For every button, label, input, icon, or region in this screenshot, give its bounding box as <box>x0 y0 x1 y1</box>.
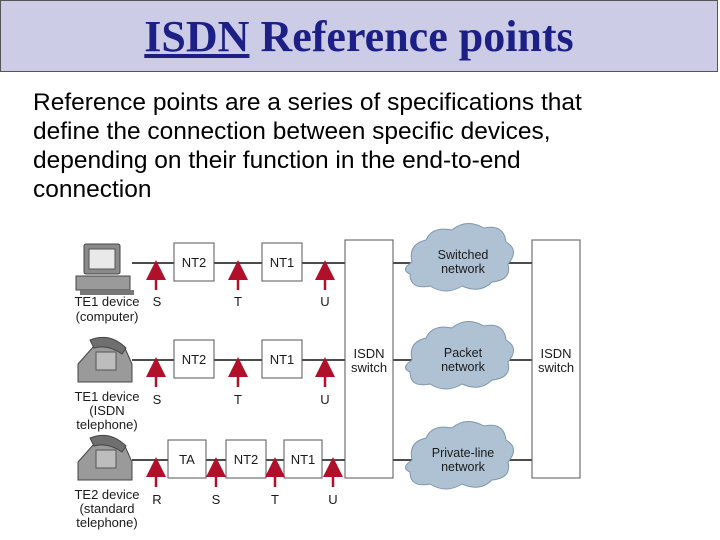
row2-device-sub: (ISDN <box>89 403 124 418</box>
left-switch-label2: switch <box>351 360 387 375</box>
row3-nt2-box <box>225 439 267 479</box>
row3-nt1-label: NT1 <box>291 452 316 467</box>
row2-nt2-box <box>173 339 215 379</box>
ref-point-label: U <box>320 392 329 407</box>
row1-nt1-box <box>261 242 303 282</box>
right-switch-label: ISDN <box>540 346 571 361</box>
title-bar: ISDN Reference points <box>0 0 718 72</box>
row3-nt1-box <box>283 439 323 479</box>
row1-nt2-label: NT2 <box>182 255 207 270</box>
right-isdn-switch <box>531 239 581 479</box>
body-line: connection <box>33 176 152 203</box>
row3-nt2-label: NT2 <box>234 452 259 467</box>
private-line-network-cloud <box>405 421 514 490</box>
ref-point-label: R <box>152 492 161 507</box>
ref-point-label: T <box>234 392 242 407</box>
row3-device-sub2: telephone) <box>76 515 137 530</box>
title-isdn: ISDN <box>144 12 250 61</box>
title-rest: Reference points <box>260 12 574 61</box>
body-line: define the connection between specific d… <box>33 118 551 145</box>
row3-ta-label: TA <box>179 452 195 467</box>
body-paragraph: Reference points are a series of specifi… <box>33 88 713 204</box>
cloud3-label: Private-line <box>432 446 495 460</box>
row1-device-label: TE1 device <box>74 294 139 309</box>
cloud2-label2: network <box>441 360 486 374</box>
ref-point-label: S <box>153 294 162 309</box>
body-line: depending on their function in the end-t… <box>33 147 521 174</box>
row2-device-label: TE1 device <box>74 389 139 404</box>
ref-point-label: S <box>212 492 221 507</box>
ref-point-label: U <box>320 294 329 309</box>
standard-telephone-icon <box>77 434 133 481</box>
row1-nt1-label: NT1 <box>270 255 295 270</box>
left-isdn-switch <box>344 239 394 479</box>
left-switch-label: ISDN <box>353 346 384 361</box>
row2-nt1-box <box>261 339 303 379</box>
row1-device-sub: (computer) <box>76 309 139 324</box>
cloud3-label2: network <box>441 460 486 474</box>
row2-device-sub2: telephone) <box>76 417 137 432</box>
switched-network-cloud <box>405 223 514 292</box>
slide-title: ISDN Reference points <box>1 1 717 73</box>
ref-point-label: T <box>271 492 279 507</box>
row2-nt1-label: NT1 <box>270 352 295 367</box>
cloud1-label2: network <box>441 262 486 276</box>
cloud1-label: Switched <box>438 248 489 262</box>
row3-ta-box <box>167 439 207 479</box>
right-switch-label2: switch <box>538 360 574 375</box>
telephone-icon <box>77 336 133 383</box>
computer-icon <box>75 243 134 295</box>
ref-point-label: U <box>328 492 337 507</box>
body-line: Reference points are a series of specifi… <box>33 89 582 116</box>
row3-device-sub: (standard <box>80 501 135 516</box>
row2-nt2-label: NT2 <box>182 352 207 367</box>
packet-network-cloud <box>405 321 514 390</box>
ref-point-label: T <box>234 294 242 309</box>
ref-point-label: S <box>153 392 162 407</box>
row1-nt2-box <box>173 242 215 282</box>
row3-device-label: TE2 device <box>74 487 139 502</box>
cloud2-label: Packet <box>444 346 483 360</box>
